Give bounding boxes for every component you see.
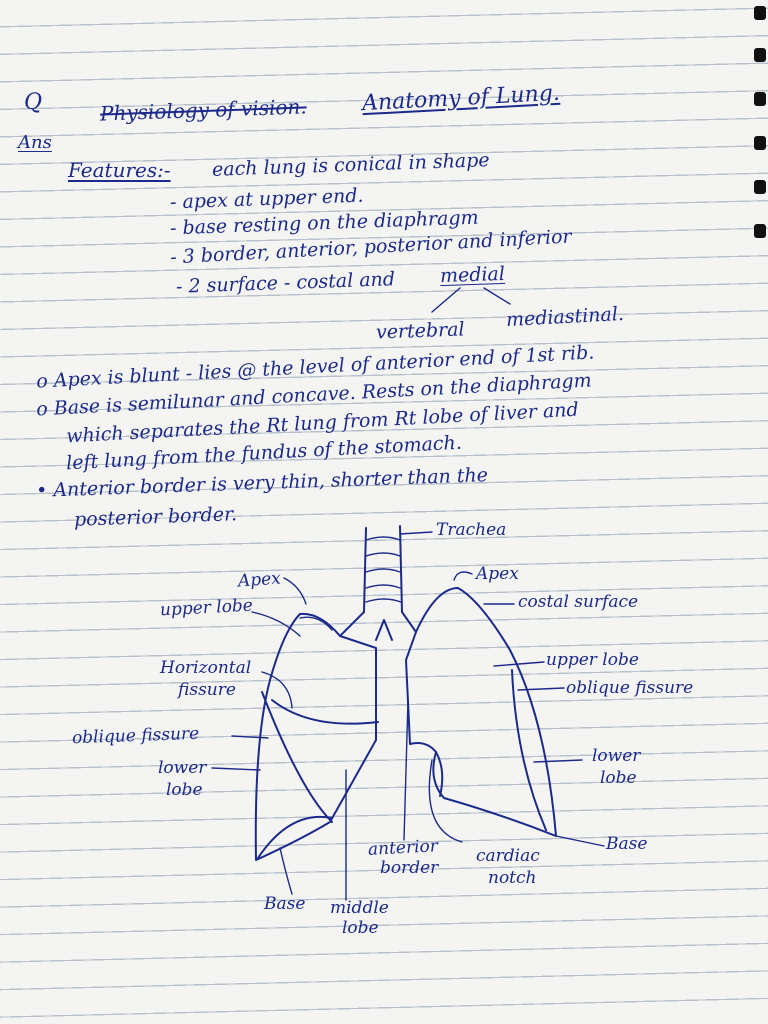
pointer-lower-lobe-right — [533, 759, 583, 763]
label-lower-lobe-right-1: lower — [592, 746, 641, 766]
arrow-to-vertebral — [431, 287, 461, 313]
trachea-drawing — [339, 525, 417, 641]
label-middle-lobe-2: lobe — [342, 918, 379, 938]
label-anterior-border-2: border — [380, 858, 439, 878]
pointer-oblique-left — [231, 735, 269, 739]
label-cardiac-notch-1: cardiac — [476, 846, 540, 866]
pointer-base-right — [555, 835, 605, 847]
pointer-apex-left — [283, 577, 307, 605]
label-lower-lobe-left-2: lobe — [166, 780, 203, 800]
label-lower-lobe-right-2: lobe — [600, 768, 637, 788]
left-lung-drawing — [405, 587, 557, 837]
pointer-apex-right — [453, 571, 473, 581]
arrow-to-mediastinal — [483, 287, 511, 305]
answer-label: Ans — [18, 132, 52, 153]
right-lung-drawing — [254, 612, 379, 861]
pointer-upper-lobe-left — [251, 611, 301, 637]
pointer-base-left — [279, 847, 293, 895]
features-label: Features:- — [68, 158, 171, 182]
pointer-cardiac-notch — [428, 759, 463, 843]
label-middle-lobe-1: middle — [330, 898, 389, 918]
label-oblique-fissure-left: oblique fissure — [71, 723, 200, 749]
spiral-binding — [754, 92, 766, 106]
spiral-binding — [754, 180, 766, 194]
label-costal-surface: costal surface — [518, 592, 639, 612]
pointer-horizontal-fissure — [261, 671, 293, 709]
pointer-trachea — [399, 531, 433, 535]
pointer-lower-lobe-left — [211, 767, 261, 771]
spiral-binding — [754, 136, 766, 150]
pointer-oblique-right — [517, 687, 565, 691]
label-base-right: Base — [606, 834, 648, 854]
spiral-binding — [754, 224, 766, 238]
spiral-binding — [754, 6, 766, 20]
pointer-upper-lobe-right — [493, 661, 545, 667]
pointer-anterior-border — [403, 699, 409, 841]
label-lower-lobe-left-1: lower — [158, 758, 207, 778]
label-oblique-fissure-right: oblique fissure — [566, 678, 694, 698]
label-apex-left: Apex — [237, 568, 282, 592]
label-trachea: Trachea — [436, 520, 507, 540]
label-horizontal-fissure-2: fissure — [178, 680, 236, 700]
label-cardiac-notch-2: notch — [488, 868, 537, 888]
label-upper-lobe-left: upper lobe — [159, 595, 254, 621]
question-label: Q — [24, 90, 43, 115]
label-horizontal-fissure-1: Horizontal — [160, 658, 252, 678]
label-apex-right: Apex — [476, 564, 519, 584]
label-upper-lobe-right: upper lobe — [546, 650, 639, 670]
spiral-binding — [754, 48, 766, 62]
label-anterior-border-1: anterior — [367, 836, 439, 860]
label-base-left: Base — [264, 894, 306, 914]
